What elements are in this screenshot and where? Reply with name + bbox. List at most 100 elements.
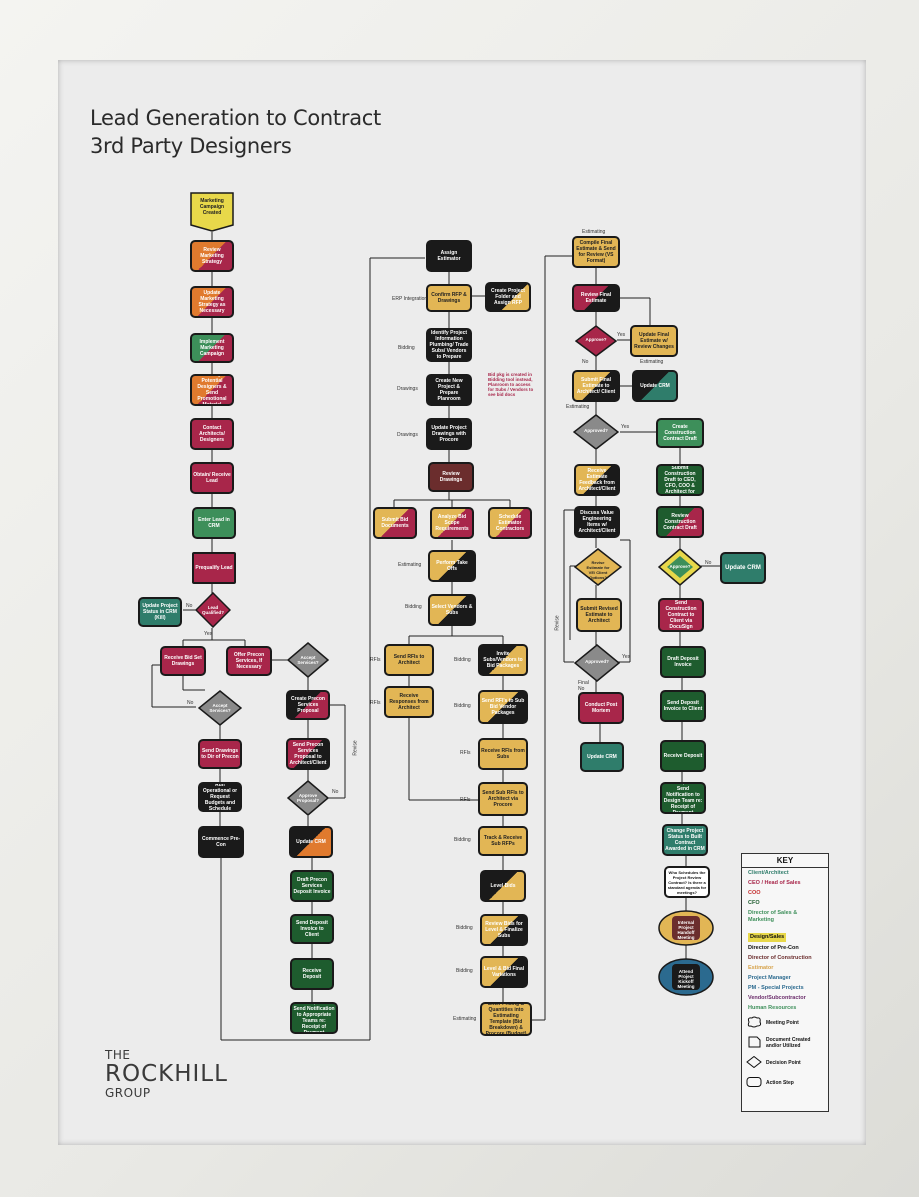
col1-no-label-2: No	[187, 700, 194, 706]
col4-submit-revised: Submit Revised Estimate to Architect	[576, 598, 622, 632]
legend-role-item: Director of Sales & Marketing	[748, 910, 798, 923]
col2-receive-print: Receive, Print & Send Notification to Ap…	[290, 1002, 338, 1034]
col5-meeting-1: Internal Project Handoff Meeting	[658, 910, 714, 946]
col4-yes3-label: Yes	[622, 654, 631, 660]
legend-shape-label: Meeting Point	[766, 1020, 799, 1026]
legend-role-item: Director of Construction	[748, 955, 812, 961]
col1-receive-bid: Receive Bid Set Drawings	[160, 646, 206, 676]
col1-send-drawings: Send Drawings to Dir of Precon	[198, 739, 242, 769]
decision-diamond-icon	[657, 548, 703, 586]
col3-label-rfis: RFIs	[370, 657, 381, 663]
col3-identify: Identify Project Information Plumbing/ T…	[426, 328, 472, 362]
col1-start-label: Marketing Campaign Created	[199, 198, 225, 216]
col5-draft-deposit: Draft Deposit Invoice	[660, 646, 706, 678]
legend-shape-label: Decision Point	[766, 1060, 801, 1066]
legend-role-item: Estimator	[748, 965, 774, 971]
logo-line-3: GROUP	[105, 1086, 151, 1100]
col3-confirm-rfp: Confirm RFP & Drawings	[426, 284, 472, 312]
col5-change-status: Change Project Status to Built Contract …	[662, 824, 708, 856]
decision-diamond-icon	[286, 642, 330, 678]
decision-diamond-icon	[573, 548, 623, 586]
col3-label-estimating: Estimating	[398, 562, 422, 568]
company-logo: THE ROCKHILL GROUP	[105, 1048, 228, 1100]
decision-diamond-icon	[573, 644, 621, 682]
decision-diamond-icon	[574, 325, 618, 357]
col3-label-bidding-6: Bidding	[456, 925, 473, 931]
col3-receive-rfis: Receive RFIs from Subs	[478, 738, 528, 770]
col4-revise-decision: Revise Estimate for VE/ Client Options?	[573, 548, 623, 586]
legend-role-item: PM - Special Projects	[748, 985, 804, 991]
col3-select-vendors: Select Vendors & Subs	[428, 594, 476, 626]
col1-accept-decision: Accept Services?	[197, 690, 243, 726]
meeting-point-icon	[746, 1016, 766, 1030]
col5-meeting-2-label: Attend Project Kickoff Meeting	[677, 969, 695, 989]
decision-diamond-icon	[572, 414, 620, 450]
col5-approve-decision: Approve?	[657, 548, 703, 586]
col5-submit-draft: Submit Construction Draft to CEO, CFO, C…	[656, 464, 704, 496]
col3-label-bidding: Bidding	[398, 345, 415, 351]
col2-accept-label: Accept Services?	[297, 655, 319, 665]
col2-revise-label: Revise	[352, 740, 359, 756]
col5-create-contract: Create Construction Contract Draft	[656, 418, 704, 448]
col1-commence-precon: Commence Pre-Con	[198, 826, 244, 858]
col5-receive-print: Receive, Print & Send Notification to De…	[660, 782, 706, 814]
col4-approved-label: Approved?	[584, 428, 608, 433]
page-title: Lead Generation to Contract 3rd Party De…	[90, 104, 381, 160]
col4-update-final: Update Final Estimate w/ Review Changes	[630, 325, 678, 357]
col3-sub-c: Schedule Estimator Contractors	[488, 507, 532, 539]
col4-approve-label: Approve?	[585, 337, 607, 342]
col1-lead-decision-label: Lead Qualified?	[201, 605, 224, 615]
col5-send-contract: Send Construction Contract to Client via…	[658, 598, 704, 632]
col2-draft-invoice: Draft Precon Services Deposit Invoice	[290, 870, 334, 902]
legend-role-item: CFO	[748, 900, 760, 906]
col1-step-8: Prequalify Lead	[192, 552, 236, 584]
col2-create-proposal: Create Precon Services Proposal	[286, 690, 330, 720]
legend-shape-label: Document Created and/or Utilized	[766, 1037, 811, 1049]
col4-approved2-decision: Approved?	[573, 644, 621, 682]
legend-role-item: Project Manager	[748, 975, 791, 981]
col4-approved2-label: Approved?	[585, 659, 609, 664]
col3-sub-b: Analyze Bid Scope Requirements	[430, 507, 474, 539]
col1-step-4: Identify Potential Designers & Send Prom…	[190, 374, 234, 406]
legend-role-item: Vendor/Subcontractor	[748, 995, 806, 1001]
col3-level-bids: Level & Bid Final Variations	[480, 956, 528, 988]
col5-update-crm: Update CRM	[720, 552, 766, 584]
col3-label-bidding-5: Bidding	[454, 837, 471, 843]
legend-shape-item: Meeting Point	[742, 1013, 828, 1033]
col3-receive-responses: Receive Responses from Architect	[384, 686, 434, 718]
col3-perform-takeoff: Perform Take Offs	[428, 550, 476, 582]
col1-update-crm-kill: Update Project Status in CRM (Kill)	[138, 597, 182, 627]
decision-diamond-icon	[286, 780, 330, 816]
legend-shape-label: Action Step	[766, 1080, 794, 1086]
col5-meeting-2: Attend Project Kickoff Meeting	[658, 958, 714, 996]
col1-start-document: Marketing Campaign Created	[190, 192, 234, 232]
legend-role-item: Director of Pre-Con	[748, 945, 799, 951]
meeting-point-icon	[658, 958, 714, 996]
col4-discuss: Discuss Value Engineering Items w/ Archi…	[574, 506, 620, 538]
col3-invite: Invite Subs/Vendors to Bid Packages	[478, 644, 528, 676]
col3-label-rfis-4: RFIs	[460, 797, 471, 803]
legend-shape-item: Document Created and/or Utilized	[742, 1033, 828, 1053]
col3-label-bidding-3: Bidding	[454, 657, 471, 663]
col3-label-drawings-2: Drawings	[397, 432, 418, 438]
col4-yes2-label: Yes	[621, 424, 630, 430]
col3-label-bidding-7: Bidding	[456, 968, 473, 974]
col4-approve-decision: Approve?	[574, 325, 618, 357]
col3-send-rfis-2: Send RFI's to Sub Bid Vendor Packages	[478, 690, 528, 724]
col5-who-schedules: Who Schedules the Project Review Contrac…	[664, 866, 710, 898]
col5-approve-label: Approve?	[669, 564, 691, 569]
col4-receive-feedback: Receive Estimate Feedback from Architect…	[574, 464, 620, 496]
col4-label-estimating-low: Estimating	[566, 404, 590, 410]
col3-label-drawings: Drawings	[397, 386, 418, 392]
decision-diamond-icon	[197, 690, 243, 726]
col4-approved-decision: Approved?	[572, 414, 620, 450]
col4-label-estimating-top: Estimating	[582, 229, 606, 235]
col2-no-label: No	[332, 789, 339, 795]
legend-shape-item: Action Step	[742, 1073, 828, 1093]
title-line-2: 3rd Party Designers	[90, 134, 292, 158]
action-step-icon	[746, 1076, 766, 1090]
col1-step-5: Contact Architects/ Designers	[190, 418, 234, 450]
col3-review-bids: Review Bids for Level & Finalize Subs	[480, 914, 528, 946]
